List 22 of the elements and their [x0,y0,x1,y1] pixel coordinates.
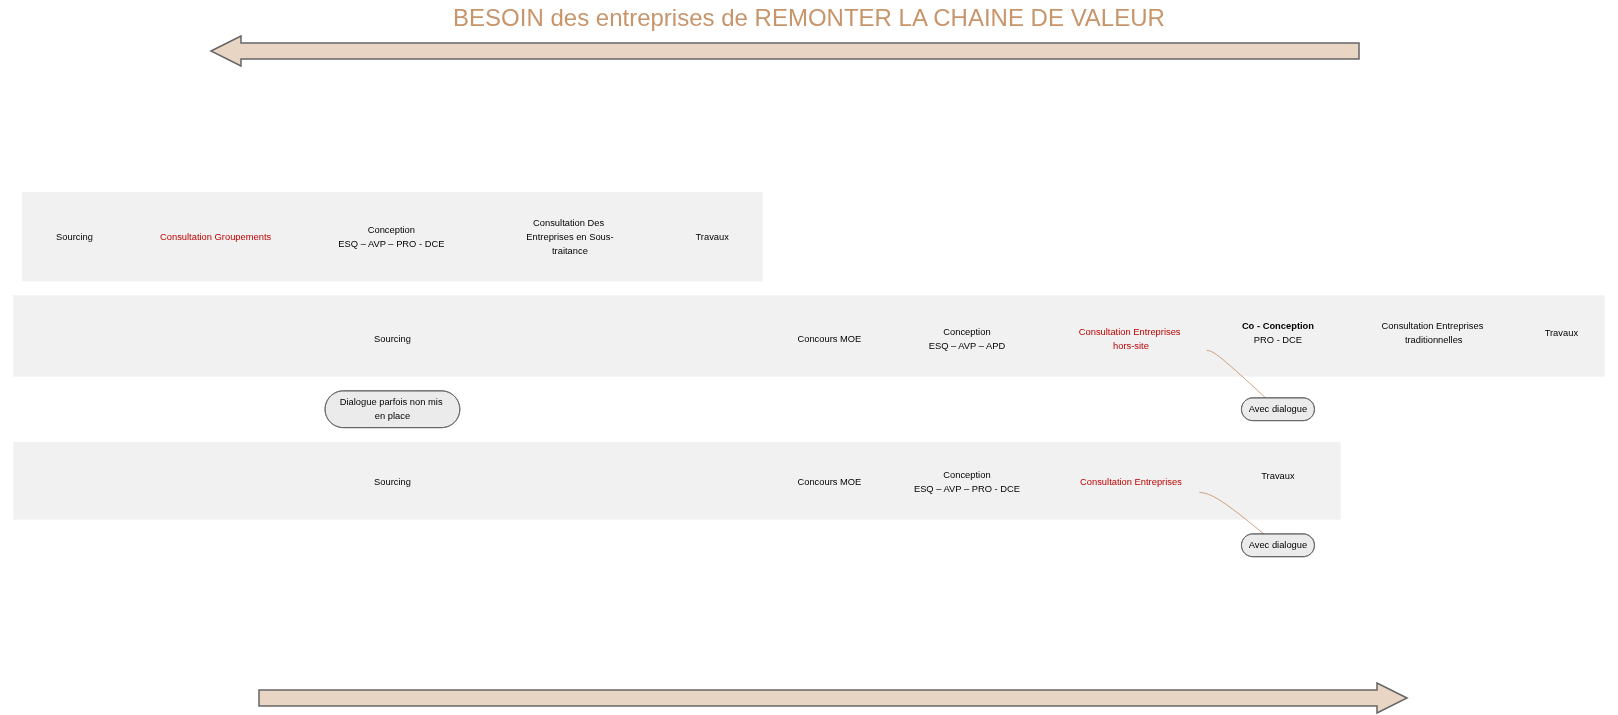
cluster [13,295,1605,377]
node-text: Concours MOE [797,333,862,344]
node-text: Co - Conception PRO - DCE [1241,320,1315,345]
diagram-title: BESOIN des entreprises de REMONTER LA CHAINE DE VALEUR [453,4,1165,32]
node-text: Concours MOE [797,476,862,487]
node-text: Consultation Entreprises hors-site [1078,326,1181,351]
node-text: Consultation Groupements [160,231,272,242]
node-text: Sourcing [374,476,411,487]
node-text: Travaux [1261,470,1295,481]
node-text: Sourcing [374,333,411,344]
node-text: Conception ESQ – AVP – PRO - DCE [338,224,445,249]
connector [1206,349,1267,399]
node-text: Consultation Des Entreprises en Sous-traitance [526,217,614,256]
node-text: Travaux [695,231,729,242]
node-text: Conception ESQ – AVP – APD [928,326,1006,351]
node-text: Consultation Entreprises traditionnelles [1381,320,1484,345]
connector [1198,491,1265,535]
node-text: Travaux [1544,327,1579,338]
node-text: Consultation Entreprises [1080,476,1182,487]
node-text: Sourcing [56,231,93,242]
node-text: Conception ESQ – AVP – PRO - DCE [913,469,1020,494]
cluster [13,441,1341,520]
